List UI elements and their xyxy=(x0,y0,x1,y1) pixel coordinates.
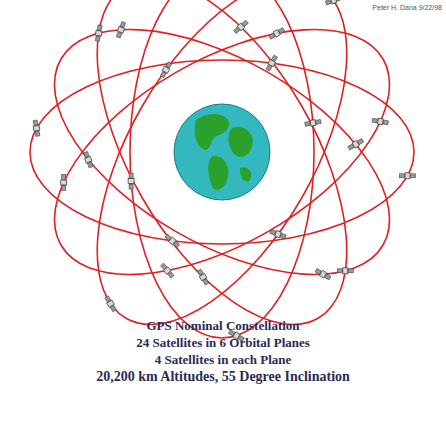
satellite-icon xyxy=(269,229,286,240)
satellite-icon xyxy=(347,138,364,151)
orbit-planes xyxy=(15,0,429,364)
orbit-ellipse xyxy=(15,0,429,325)
satellite-icon xyxy=(160,263,175,279)
satellite-icon xyxy=(315,268,332,281)
satellite-icon xyxy=(94,25,103,42)
satellite-icon xyxy=(325,0,342,6)
orbit-ellipse xyxy=(46,0,397,364)
satellite-icon xyxy=(265,55,278,72)
satellite-icon xyxy=(83,151,94,168)
orbit-ellipse xyxy=(46,0,397,364)
caption-line: 24 Satellites in 6 Orbital Planes xyxy=(136,335,310,351)
satellite-icon xyxy=(159,61,172,78)
satellite-icon xyxy=(115,21,126,38)
satellite-icon xyxy=(32,120,41,137)
satellite-icon xyxy=(305,119,322,128)
satellite-icon xyxy=(197,269,210,286)
satellite-icon xyxy=(164,233,180,248)
satellite-icon xyxy=(337,268,353,274)
satellites xyxy=(32,0,415,342)
orbit-ellipse xyxy=(30,60,414,244)
satellite-icon xyxy=(400,173,416,179)
satellite-icon xyxy=(233,19,249,34)
caption-heading: GPS Nominal Constellation xyxy=(146,318,299,334)
satellite-icon xyxy=(372,117,389,126)
satellite-icon xyxy=(268,27,285,40)
satellite-icon xyxy=(104,295,117,312)
orbit-ellipse xyxy=(15,0,429,325)
caption-line: 4 Satellites in each Plane xyxy=(155,352,292,368)
earth xyxy=(174,104,270,200)
satellite-icon xyxy=(61,175,67,191)
author-credit: Peter H. Dana 9/22/98 xyxy=(372,4,442,11)
satellite-icon xyxy=(128,173,134,189)
caption-line: 20,200 km Altitudes, 55 Degree Inclinati… xyxy=(96,369,350,385)
